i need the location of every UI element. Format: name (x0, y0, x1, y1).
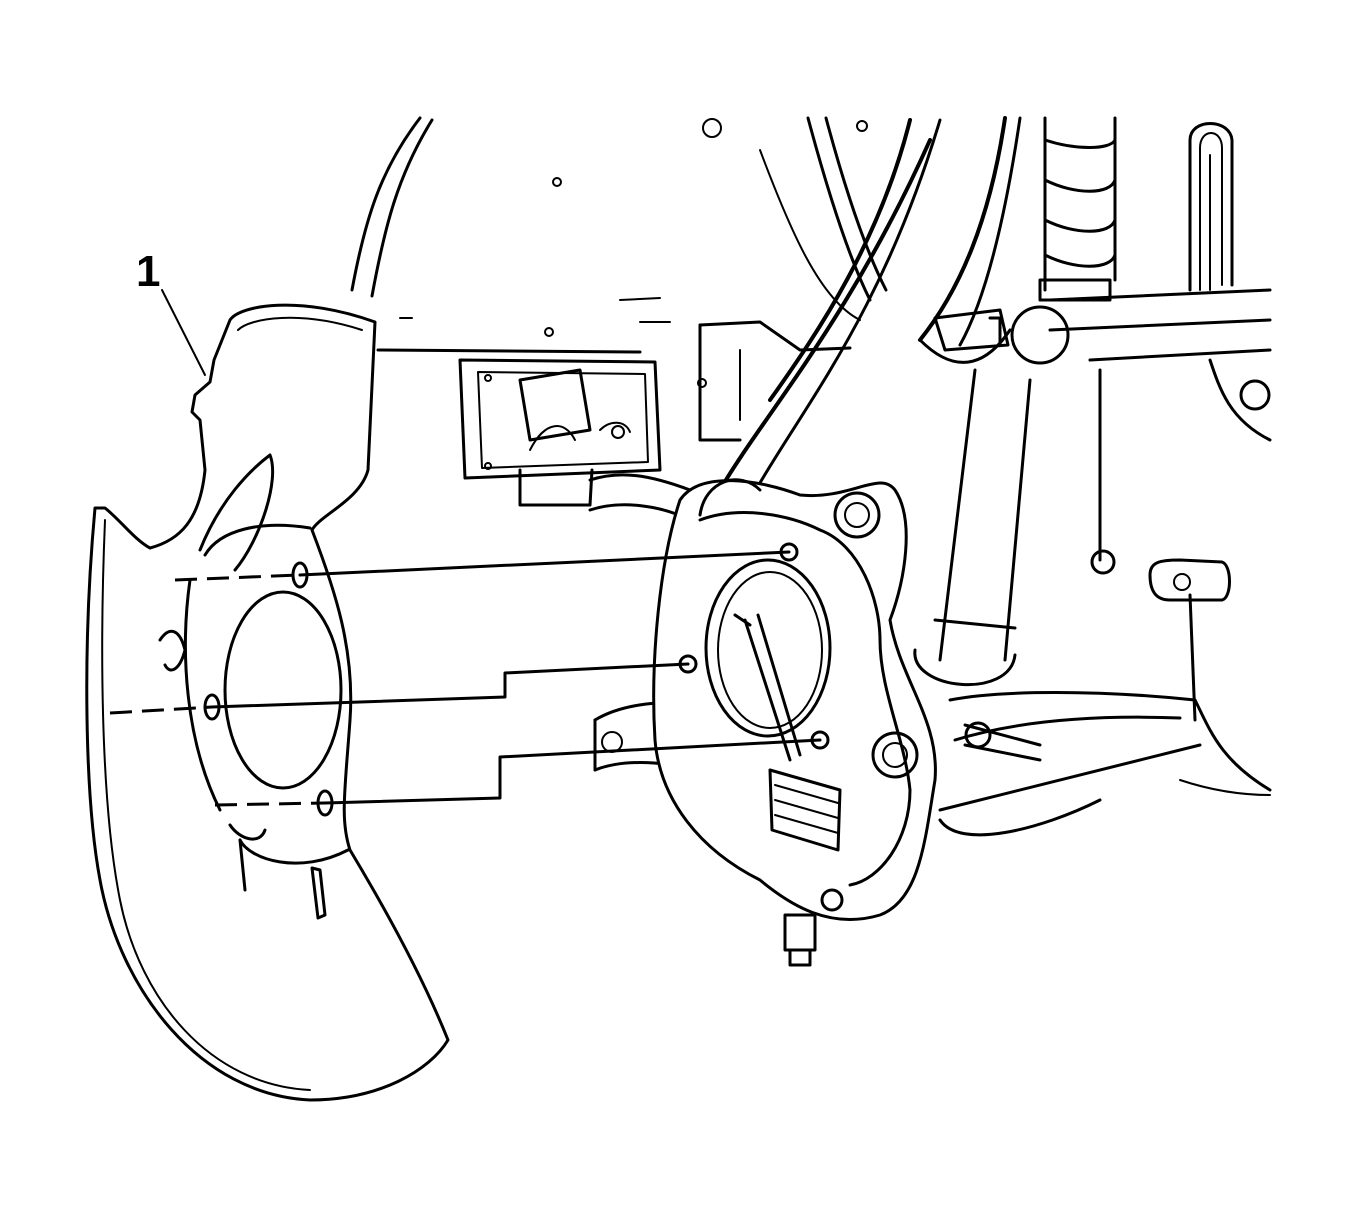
bolt-alignment-lines (109, 550, 822, 807)
coil-spring (1038, 116, 1117, 302)
shock-absorber (913, 368, 1032, 687)
brake-splash-shield (85, 303, 450, 1102)
callout-1: 1 (136, 247, 206, 376)
steering-knuckle (652, 478, 937, 967)
vehicle-frame-background (350, 116, 1272, 837)
callout-label-1: 1 (136, 247, 160, 296)
